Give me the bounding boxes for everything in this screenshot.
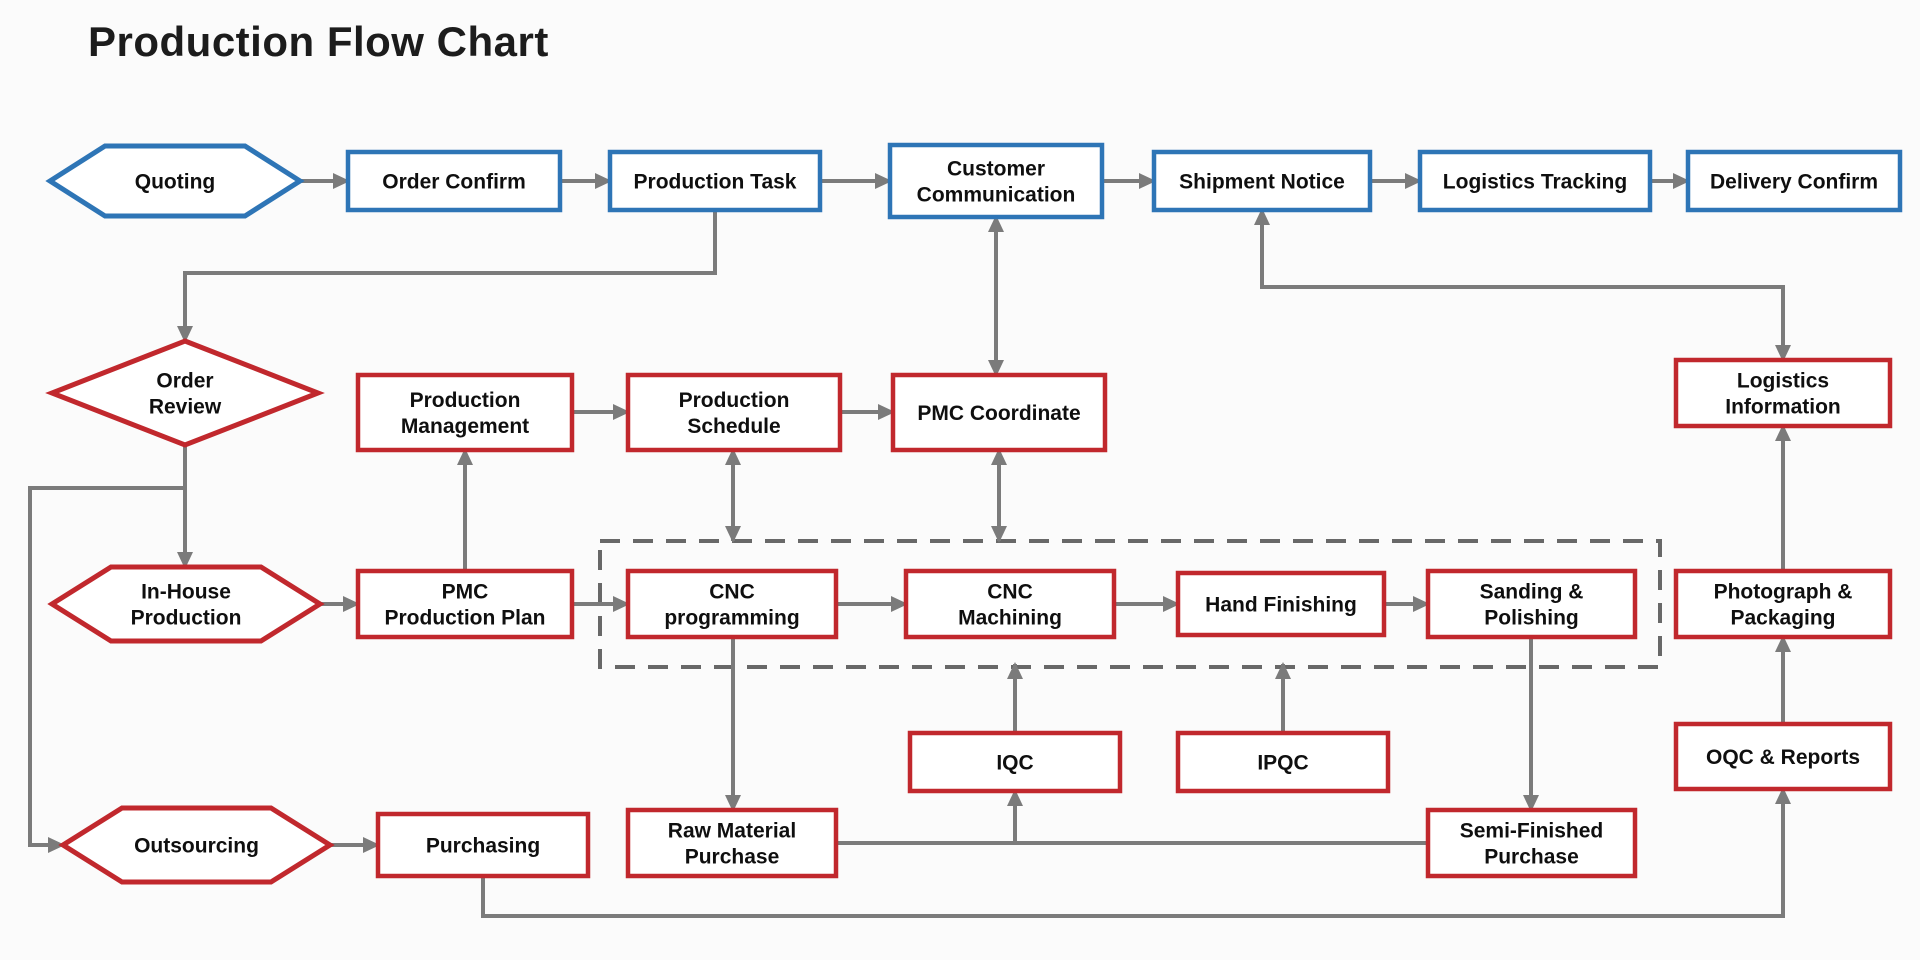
purchasing-box: [375, 811, 591, 879]
node-ipqc: IPQC: [1175, 730, 1391, 794]
node-logistics-tracking: Logistics Tracking: [1417, 149, 1653, 213]
delivery-confirm-label: Delivery Confirm: [1710, 171, 1878, 194]
production-management-box: [355, 372, 575, 453]
pmc-coordinate-box: [890, 372, 1108, 453]
node-production-task: Production Task: [607, 149, 823, 213]
cnc-programming-box: [625, 568, 839, 640]
outsourcing-hexagon: [58, 805, 335, 885]
logistics-information-box: [1673, 357, 1893, 429]
ipqc-label: IPQC: [1257, 752, 1308, 775]
pmc-coordinate-label: PMC Coordinate: [917, 402, 1080, 425]
node-shipment-notice: Shipment Notice: [1151, 149, 1373, 213]
edge-production-task-to-order-review: [177, 210, 717, 343]
raw-material-purchase-box: [625, 807, 839, 879]
edge-logistics-information-shipment-notice: [1254, 208, 1791, 362]
node-oqc-reports: OQC & Reports: [1673, 721, 1893, 792]
customer-communication-box: [887, 142, 1105, 220]
iqc-box: [907, 730, 1123, 794]
logistics-tracking-label: Logistics Tracking: [1443, 171, 1627, 194]
hand-finishing-label: Hand Finishing: [1205, 594, 1357, 617]
oqc-reports-box: [1673, 721, 1893, 792]
shipment-notice-label: Shipment Notice: [1179, 171, 1345, 194]
node-order-confirm: Order Confirm: [345, 149, 563, 213]
order-confirm-label: Order Confirm: [382, 171, 526, 194]
production-task-box: [607, 149, 823, 213]
node-outsourcing: Outsourcing: [58, 805, 335, 885]
in-house-process-group: [598, 539, 1662, 669]
ipqc-box: [1175, 730, 1391, 794]
node-pmc-coordinate: PMC Coordinate: [890, 372, 1108, 453]
cnc-machining-box: [903, 568, 1117, 640]
in-house-production-hexagon: [47, 564, 325, 644]
order-confirm-box: [345, 149, 563, 213]
purchasing-label: Purchasing: [426, 835, 540, 858]
pmc-production-plan-box: [355, 568, 575, 640]
iqc-label: IQC: [996, 752, 1033, 775]
node-photograph-packaging: Photograph &Packaging: [1673, 568, 1893, 640]
edge-order-review-to-outsourcing: [28, 486, 185, 853]
node-quoting: Quoting: [45, 143, 305, 219]
oqc-reports-label: OQC & Reports: [1706, 746, 1860, 769]
order-review-diamond: [45, 338, 325, 448]
sanding-polishing-label: Sanding &Polishing: [1480, 581, 1584, 630]
hand-finishing-box: [1175, 570, 1387, 638]
quoting-label: Quoting: [135, 171, 215, 194]
semi-finished-purchase-box: [1425, 807, 1638, 879]
outsourcing-label: Outsourcing: [134, 835, 259, 858]
production-task-label: Production Task: [634, 171, 797, 194]
page-title: Production Flow Chart: [88, 18, 549, 65]
delivery-confirm-box: [1685, 149, 1903, 213]
node-iqc: IQC: [907, 730, 1123, 794]
photograph-packaging-label: Photograph &Packaging: [1714, 581, 1853, 630]
production-schedule-box: [625, 372, 843, 453]
node-hand-finishing: Hand Finishing: [1175, 570, 1387, 638]
shipment-notice-box: [1151, 149, 1373, 213]
node-delivery-confirm: Delivery Confirm: [1685, 149, 1903, 213]
node-sanding-polishing: Sanding &Polishing: [1425, 568, 1638, 640]
photograph-packaging-box: [1673, 568, 1893, 640]
logistics-tracking-box: [1417, 149, 1653, 213]
node-purchasing: Purchasing: [375, 811, 591, 879]
sanding-polishing-box: [1425, 568, 1638, 640]
edge-purchasing-to-oqc-reports: [481, 787, 1791, 918]
quoting-hexagon: [45, 143, 305, 219]
